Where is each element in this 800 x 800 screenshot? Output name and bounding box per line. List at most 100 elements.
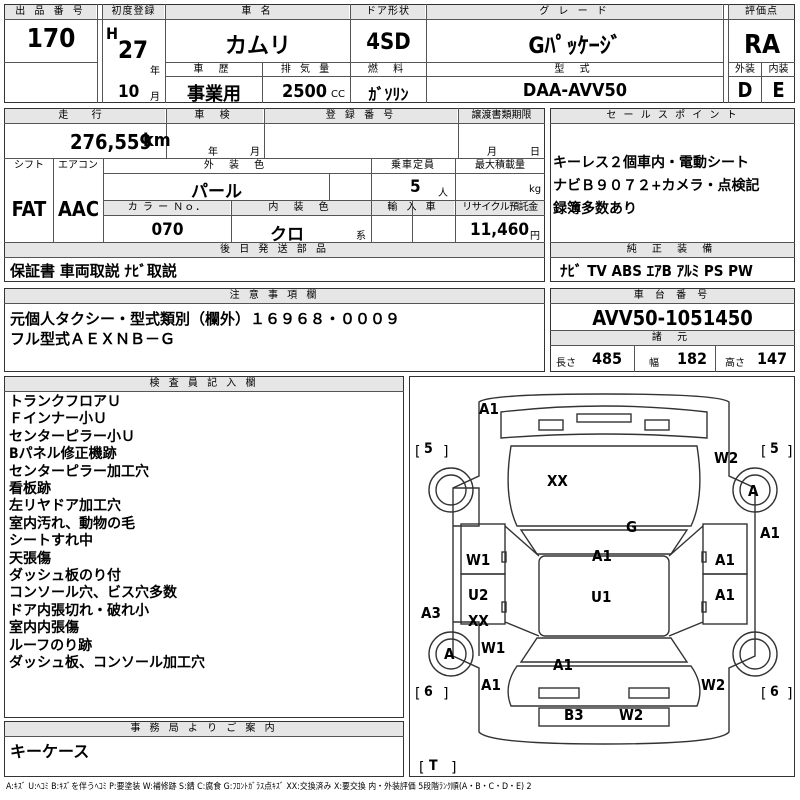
chassis-no-label: 車 台 番 号 bbox=[551, 289, 794, 303]
inspection-year-label: 年 bbox=[208, 147, 218, 158]
month-unit: 月 bbox=[150, 92, 160, 103]
model-code-label: 型 式 bbox=[554, 64, 596, 75]
car-name-label: 車 名 bbox=[166, 5, 349, 19]
svg-text:[: [ bbox=[761, 444, 766, 460]
svg-text:]: ] bbox=[443, 686, 448, 702]
capacity-label: 乗車定員 bbox=[391, 160, 435, 171]
car-diagram-frame bbox=[409, 376, 795, 777]
tire-fl-grade: 5 bbox=[424, 441, 433, 457]
width-value: 182 bbox=[677, 349, 708, 368]
damage-mark: A1 bbox=[715, 551, 735, 569]
note-item: トランクフロアＵ bbox=[9, 394, 121, 410]
car-diagram: [ ] [ ] [ ] [ ] [ ] bbox=[415, 393, 792, 776]
inspector-label: 検 査 員 記 入 欄 bbox=[5, 377, 403, 391]
damage-mark: B3 bbox=[564, 706, 584, 724]
length-label: 長さ bbox=[556, 358, 576, 369]
door-type: 4SD bbox=[366, 30, 411, 55]
era-letter: H bbox=[106, 24, 119, 43]
inspection-label: 車 検 bbox=[167, 109, 263, 123]
note-item: コンソール穴、ビス穴多数 bbox=[9, 585, 177, 602]
note-item: ルーフのり跡 bbox=[9, 637, 93, 654]
note-item: 室内内張傷 bbox=[9, 620, 79, 637]
damage-mark: G bbox=[626, 518, 638, 536]
exterior-label: 外装 bbox=[735, 64, 755, 75]
damage-mark: XX bbox=[468, 612, 489, 630]
damage-mark: A bbox=[444, 645, 455, 663]
damage-mark: W1 bbox=[481, 639, 506, 657]
max-load-unit: kg bbox=[529, 184, 542, 195]
damage-mark: A3 bbox=[421, 604, 441, 622]
damage-mark: U2 bbox=[468, 586, 489, 604]
note-item: シートすれ中 bbox=[9, 533, 93, 550]
year-unit: 年 bbox=[150, 66, 160, 77]
damage-mark: A1 bbox=[481, 676, 501, 694]
height-label: 高さ bbox=[725, 358, 745, 369]
fuel-value: ｶﾞｿﾘﾝ bbox=[368, 85, 409, 104]
office-note: キーケース bbox=[10, 742, 90, 761]
caution-section bbox=[4, 288, 545, 372]
damage-mark: A1 bbox=[592, 547, 612, 565]
mileage-unit: km bbox=[143, 130, 171, 151]
displacement-unit: CC bbox=[331, 89, 345, 100]
mileage-label: 走 行 bbox=[5, 109, 165, 123]
equipment-value: ﾅﾋﾞ TV ABS ｴｱB ｱﾙﾐ PS PW bbox=[560, 262, 753, 280]
color-no-label: カ ラ ー Ｎｏ． bbox=[104, 201, 230, 215]
svg-text:]: ] bbox=[451, 760, 456, 776]
transfer-label: 譲渡書類期限 bbox=[459, 109, 544, 123]
later-parts-value: 保証書 車両取説 ﾅﾋﾞ取説 bbox=[10, 262, 177, 280]
sales-point-line-2: ナビＢ９０７２+カメラ・点検記 bbox=[553, 178, 760, 194]
sales-point-line-3: 録簿多数あり bbox=[553, 201, 637, 217]
specs-label: 諸 元 bbox=[551, 331, 794, 345]
fuel-label: 燃 料 bbox=[367, 64, 410, 75]
reg-no-label: 登 録 番 号 bbox=[265, 109, 457, 123]
transfer-day-label: 日 bbox=[530, 147, 540, 158]
ext-color-label: 外 装 色 bbox=[203, 160, 271, 171]
color-no-value: 070 bbox=[151, 220, 184, 240]
first-reg-label: 初度登録 bbox=[103, 5, 164, 19]
displacement-label: 排 気 量 bbox=[280, 64, 333, 75]
damage-mark: A1 bbox=[479, 400, 499, 418]
max-load-label: 最大積載量 bbox=[475, 160, 525, 171]
note-item: 室内汚れ、動物の毛 bbox=[9, 515, 136, 532]
caution-label: 注 意 事 項 欄 bbox=[5, 289, 544, 303]
reg-year: 27 bbox=[118, 36, 149, 64]
history-label: 車 歴 bbox=[193, 64, 235, 75]
inspector-notes: トランクフロアＵ Ｆインナー小Ｕ センターピラー小Ｕ Bパネル修正機跡 センター… bbox=[9, 394, 205, 673]
int-color-value: クロ bbox=[270, 225, 304, 245]
note-item: Ｆインナー小Ｕ bbox=[9, 411, 107, 428]
inspector-section bbox=[4, 376, 404, 718]
tire-rr-grade: 6 bbox=[770, 684, 779, 700]
chassis-no-value: AVV50-1051450 bbox=[592, 306, 753, 330]
sales-point-line-1: キーレス２個車内・電動シート bbox=[553, 155, 749, 171]
note-item: 左リヤドア加工穴 bbox=[9, 498, 121, 515]
ac-value: AAC bbox=[57, 197, 100, 221]
details-section bbox=[4, 108, 545, 282]
office-section bbox=[4, 721, 404, 777]
tire-rl-grade: 6 bbox=[424, 684, 433, 700]
int-color-label: 内 装 色 bbox=[232, 201, 371, 215]
ext-color-value: パール bbox=[191, 182, 242, 202]
damage-mark: W2 bbox=[619, 706, 644, 724]
grade-value: Gﾊﾟｯｹｰｼﾞ bbox=[528, 34, 622, 59]
import-label: 輸 入 車 bbox=[372, 201, 454, 215]
model-code-value: DAA-AVV50 bbox=[522, 80, 628, 101]
interior-grade: E bbox=[772, 78, 785, 102]
score-value: RA bbox=[743, 30, 781, 60]
shift-label: シフト bbox=[14, 160, 44, 171]
door-label: ドア形状 bbox=[351, 5, 425, 19]
svg-text:]: ] bbox=[443, 444, 448, 460]
interior-label: 内装 bbox=[768, 64, 789, 75]
note-item: センターピラー小Ｕ bbox=[9, 428, 135, 445]
caution-line-1: 元個人タクシー・型式類別（欄外）１６９６８・０００９ bbox=[10, 310, 401, 328]
reg-month: 10 bbox=[118, 82, 140, 102]
svg-text:]: ] bbox=[787, 444, 792, 460]
width-label: 幅 bbox=[649, 358, 659, 369]
caution-line-2: フル型式ＡＥＸＮＢ－Ｇ bbox=[10, 330, 176, 348]
history-value: 事業用 bbox=[187, 84, 241, 105]
svg-text:]: ] bbox=[787, 686, 792, 702]
int-color-unit: 系 bbox=[356, 231, 366, 242]
note-item: センターピラー加工穴 bbox=[9, 463, 149, 480]
sales-point-label: セ ー ル ス ポ イ ン ト bbox=[551, 109, 794, 123]
damage-mark: W1 bbox=[466, 551, 491, 569]
svg-text:[: [ bbox=[761, 686, 766, 702]
